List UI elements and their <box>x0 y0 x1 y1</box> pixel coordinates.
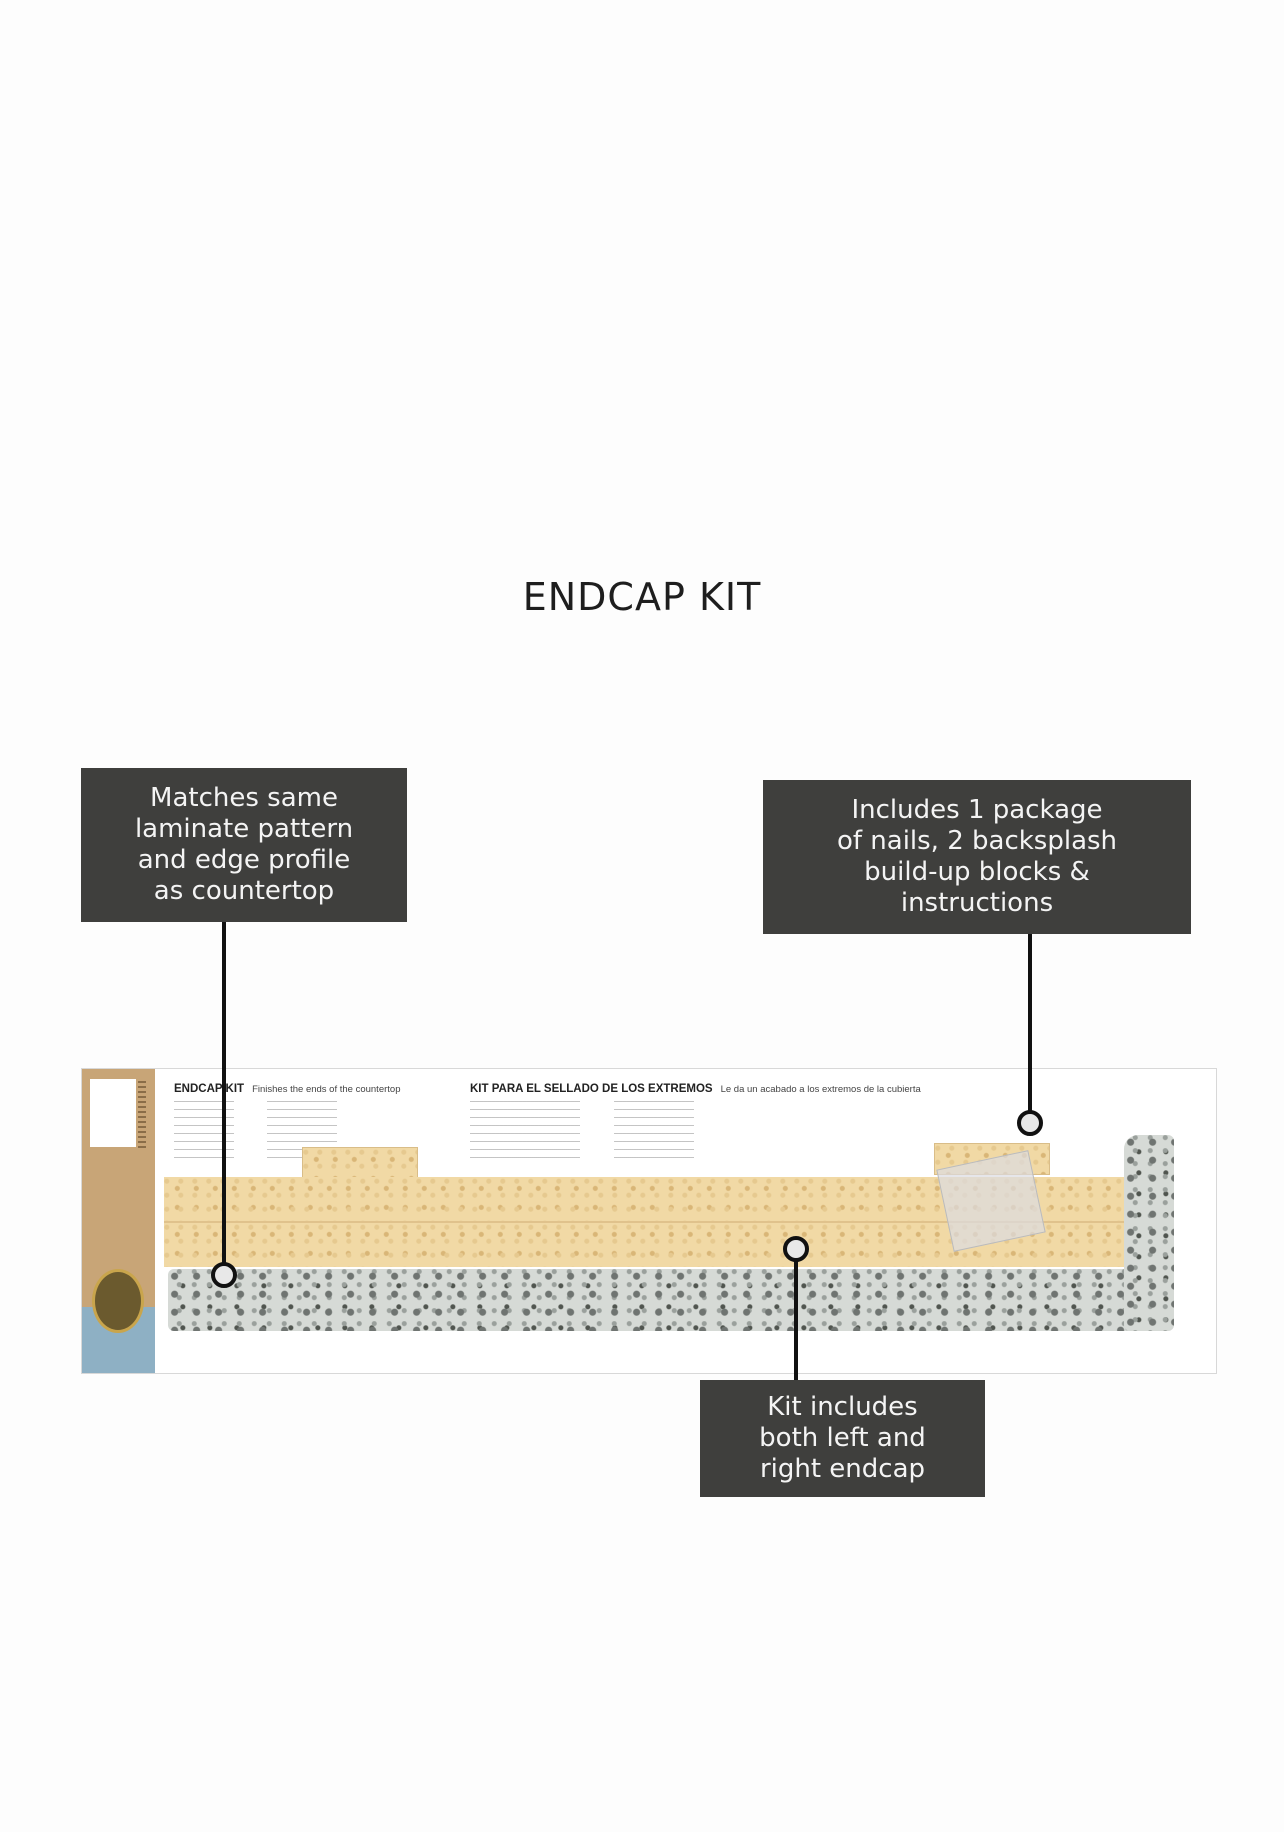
callout-laminate-pattern: Matches same laminate pattern and edge p… <box>81 768 407 922</box>
marker-dot-package <box>1017 1110 1043 1136</box>
package-side-panel <box>82 1069 155 1373</box>
callout-package-text: Includes 1 package of nails, 2 backsplas… <box>836 795 1118 918</box>
callout-package-contents: Includes 1 package of nails, 2 backsplas… <box>763 780 1191 934</box>
granite-endcap-side <box>1124 1135 1174 1331</box>
granite-endcap-bottom <box>168 1269 1170 1331</box>
connector-laminate <box>222 922 226 1267</box>
callout-endcap-text: Kit includes both left and right endcap <box>759 1392 926 1484</box>
marker-dot-laminate <box>211 1262 237 1288</box>
page-title: ENDCAP KIT <box>522 575 762 619</box>
marker-dot-endcap <box>783 1236 809 1262</box>
callout-left-right-endcap: Kit includes both left and right endcap <box>700 1380 985 1497</box>
buildup-block-left <box>302 1147 418 1179</box>
connector-package <box>1028 934 1032 1118</box>
brand-logo-icon <box>92 1269 144 1333</box>
callout-laminate-text: Matches same laminate pattern and edge p… <box>134 783 354 906</box>
package-label-window <box>90 1079 136 1147</box>
connector-endcap <box>794 1258 798 1380</box>
